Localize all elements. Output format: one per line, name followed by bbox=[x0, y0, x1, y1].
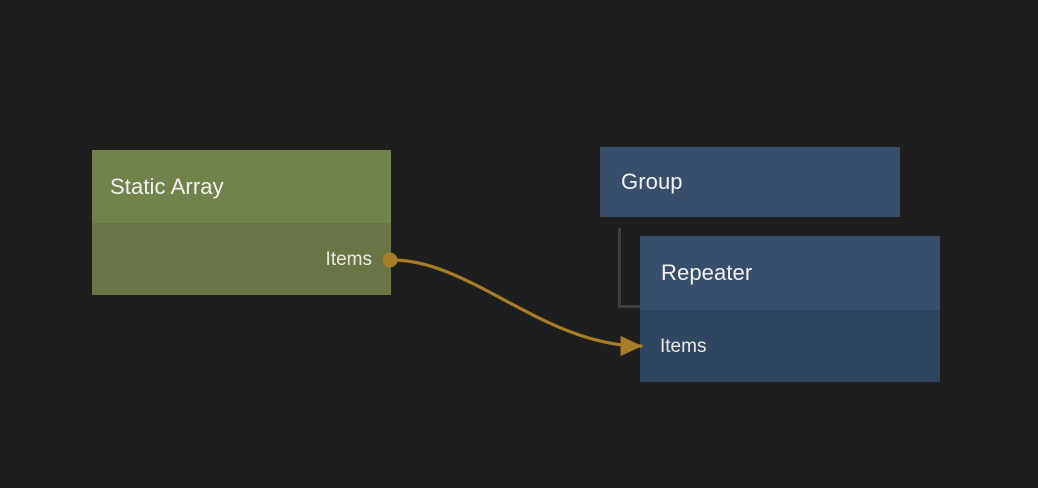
node-group-title: Group bbox=[621, 169, 683, 194]
connection-wire-static-array-items-to-repeater-items[interactable] bbox=[391, 258, 643, 357]
node-repeater[interactable]: Repeater Items bbox=[640, 236, 940, 382]
port-row-repeater-items[interactable]: Items bbox=[640, 310, 940, 382]
group-child-bracket bbox=[618, 228, 642, 308]
node-repeater-body: Items bbox=[640, 310, 940, 382]
node-repeater-header[interactable]: Repeater bbox=[640, 236, 940, 310]
port-row-static-array-items[interactable]: Items bbox=[92, 223, 391, 295]
node-static-array-title: Static Array bbox=[110, 173, 224, 199]
node-group[interactable]: Group bbox=[600, 147, 900, 217]
port-label-repeater-items: Items bbox=[660, 335, 707, 357]
node-static-array-body: Items bbox=[92, 223, 391, 295]
node-repeater-title: Repeater bbox=[661, 260, 753, 285]
node-group-header[interactable]: Group bbox=[600, 147, 900, 217]
node-static-array-header[interactable]: Static Array bbox=[92, 150, 391, 223]
port-label-static-array-items: Items bbox=[325, 248, 372, 270]
node-static-array[interactable]: Static Array Items bbox=[92, 150, 391, 295]
